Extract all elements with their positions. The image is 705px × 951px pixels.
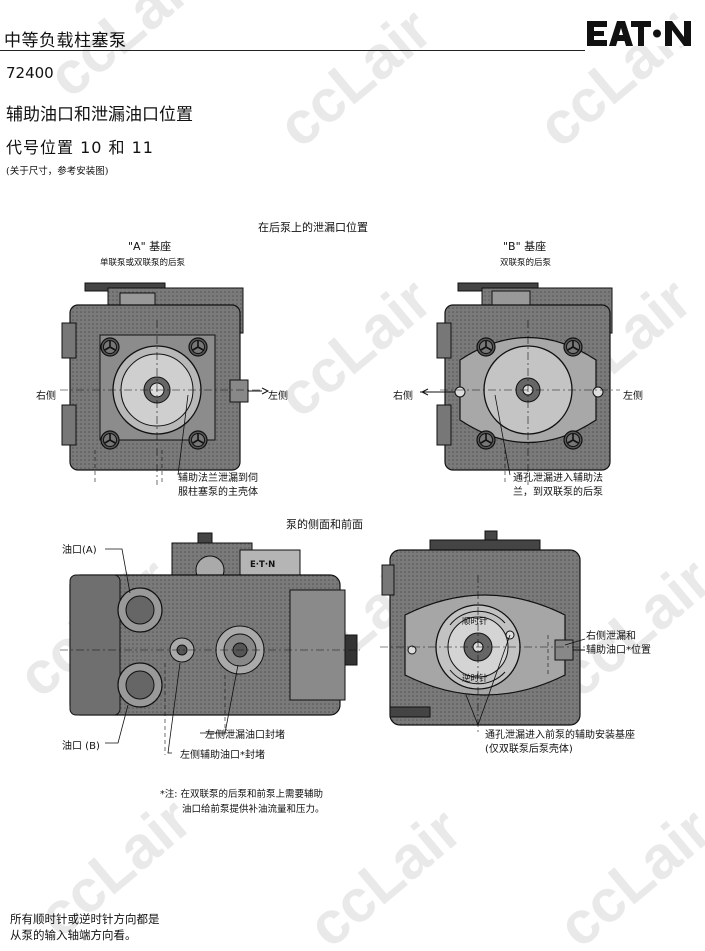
view-b-base: "B" 基座 双联泵的后泵 右侧 左侧 通孔泄漏进入辅助法 兰，到双联泵的后泵 (393, 239, 643, 498)
view-a-base: "A" 基座 单联泵或双联泵的后泵 右侧 左侧 辅助法兰泄漏到伺 服柱塞泵的主壳… (36, 239, 288, 498)
view-a-title: "A" 基座 (128, 239, 171, 253)
footnote: *注: 在双联泵的后泵和前泵上需要辅助 油口给前泵提供补油流量和压力。 (160, 787, 325, 817)
view-b-callout-2: 兰，到双联泵的后泵 (513, 485, 603, 498)
code-position: 代号位置 10 和 11 (6, 138, 154, 157)
footnote-line-1: *注: 在双联泵的后泵和前泵上需要辅助 (160, 789, 323, 800)
port-a-label: 油口(A) (62, 543, 97, 556)
right-drain-label-1: 右侧泄漏和 (586, 629, 636, 642)
svg-text:E·T·N: E·T·N (250, 560, 275, 570)
model-number: 72400 (6, 64, 54, 82)
pump-drawings: 在后泵上的泄漏口位置 "A" 基座 单联泵或双联泵的后泵 右侧 左侧 辅 (36, 220, 651, 761)
thru-drain-label-1: 通孔泄漏进入前泵的辅助安装基座 (485, 728, 635, 741)
top-views-heading: 在后泵上的泄漏口位置 (258, 220, 368, 234)
direction-note-line-2: 从泵的输入轴端方向看。 (10, 928, 137, 942)
bottom-views-heading: 泵的侧面和前面 (286, 517, 363, 531)
clockwise-label: 顺时针 (462, 616, 488, 627)
direction-note: 所有顺时针或逆时针方向都是 从泵的输入轴端方向看。 (10, 911, 160, 943)
footnote-line-2: 油口给前泵提供补油流量和压力。 (182, 804, 325, 815)
side-view: E·T·N 油口(A) 油口 (B) 左侧泄漏油口封堵 左侧辅助油口*封堵 (60, 532, 360, 761)
left-aux-plug-label: 左侧辅助油口*封堵 (180, 748, 265, 761)
watermark: ccLair (265, 0, 443, 160)
view-a-callout-1: 辅助法兰泄漏到伺 (178, 471, 258, 484)
view-b-callout-1: 通孔泄漏进入辅助法 (513, 471, 603, 484)
view-a-callout-2: 服柱塞泵的主壳体 (178, 485, 258, 498)
front-view: 顺时针 逆时针 右侧泄漏和 辅助油口*位置 通孔泄漏进入前泵的辅助安装基座 (仅… (380, 530, 651, 755)
view-b-left-side: 左侧 (623, 389, 643, 402)
left-drain-plug-label: 左侧泄漏油口封堵 (205, 728, 285, 741)
view-a-right-side: 右侧 (36, 389, 56, 402)
port-b-label: 油口 (B) (62, 739, 100, 752)
eaton-logo (585, 20, 693, 46)
counterclockwise-label: 逆时针 (462, 673, 488, 684)
header-divider (0, 50, 585, 51)
view-b-subtitle: 双联泵的后泵 (500, 257, 552, 268)
reference-note: (关于尺寸，参考安装图) (6, 166, 109, 177)
view-b-title: "B" 基座 (503, 239, 546, 253)
direction-note-line-1: 所有顺时针或逆时针方向都是 (10, 912, 160, 926)
right-drain-label-2: 辅助油口*位置 (586, 643, 651, 656)
view-a-subtitle: 单联泵或双联泵的后泵 (100, 257, 186, 268)
thru-drain-label-2: (仅双联泵后泵壳体) (485, 742, 573, 755)
view-a-left-side: 左侧 (268, 389, 288, 402)
watermark: ccLair (35, 0, 213, 110)
view-b-right-side: 右侧 (393, 389, 413, 402)
section-title: 辅助油口和泄漏油口位置 (6, 105, 193, 125)
page-title: 中等负载柱塞泵 (4, 31, 127, 51)
